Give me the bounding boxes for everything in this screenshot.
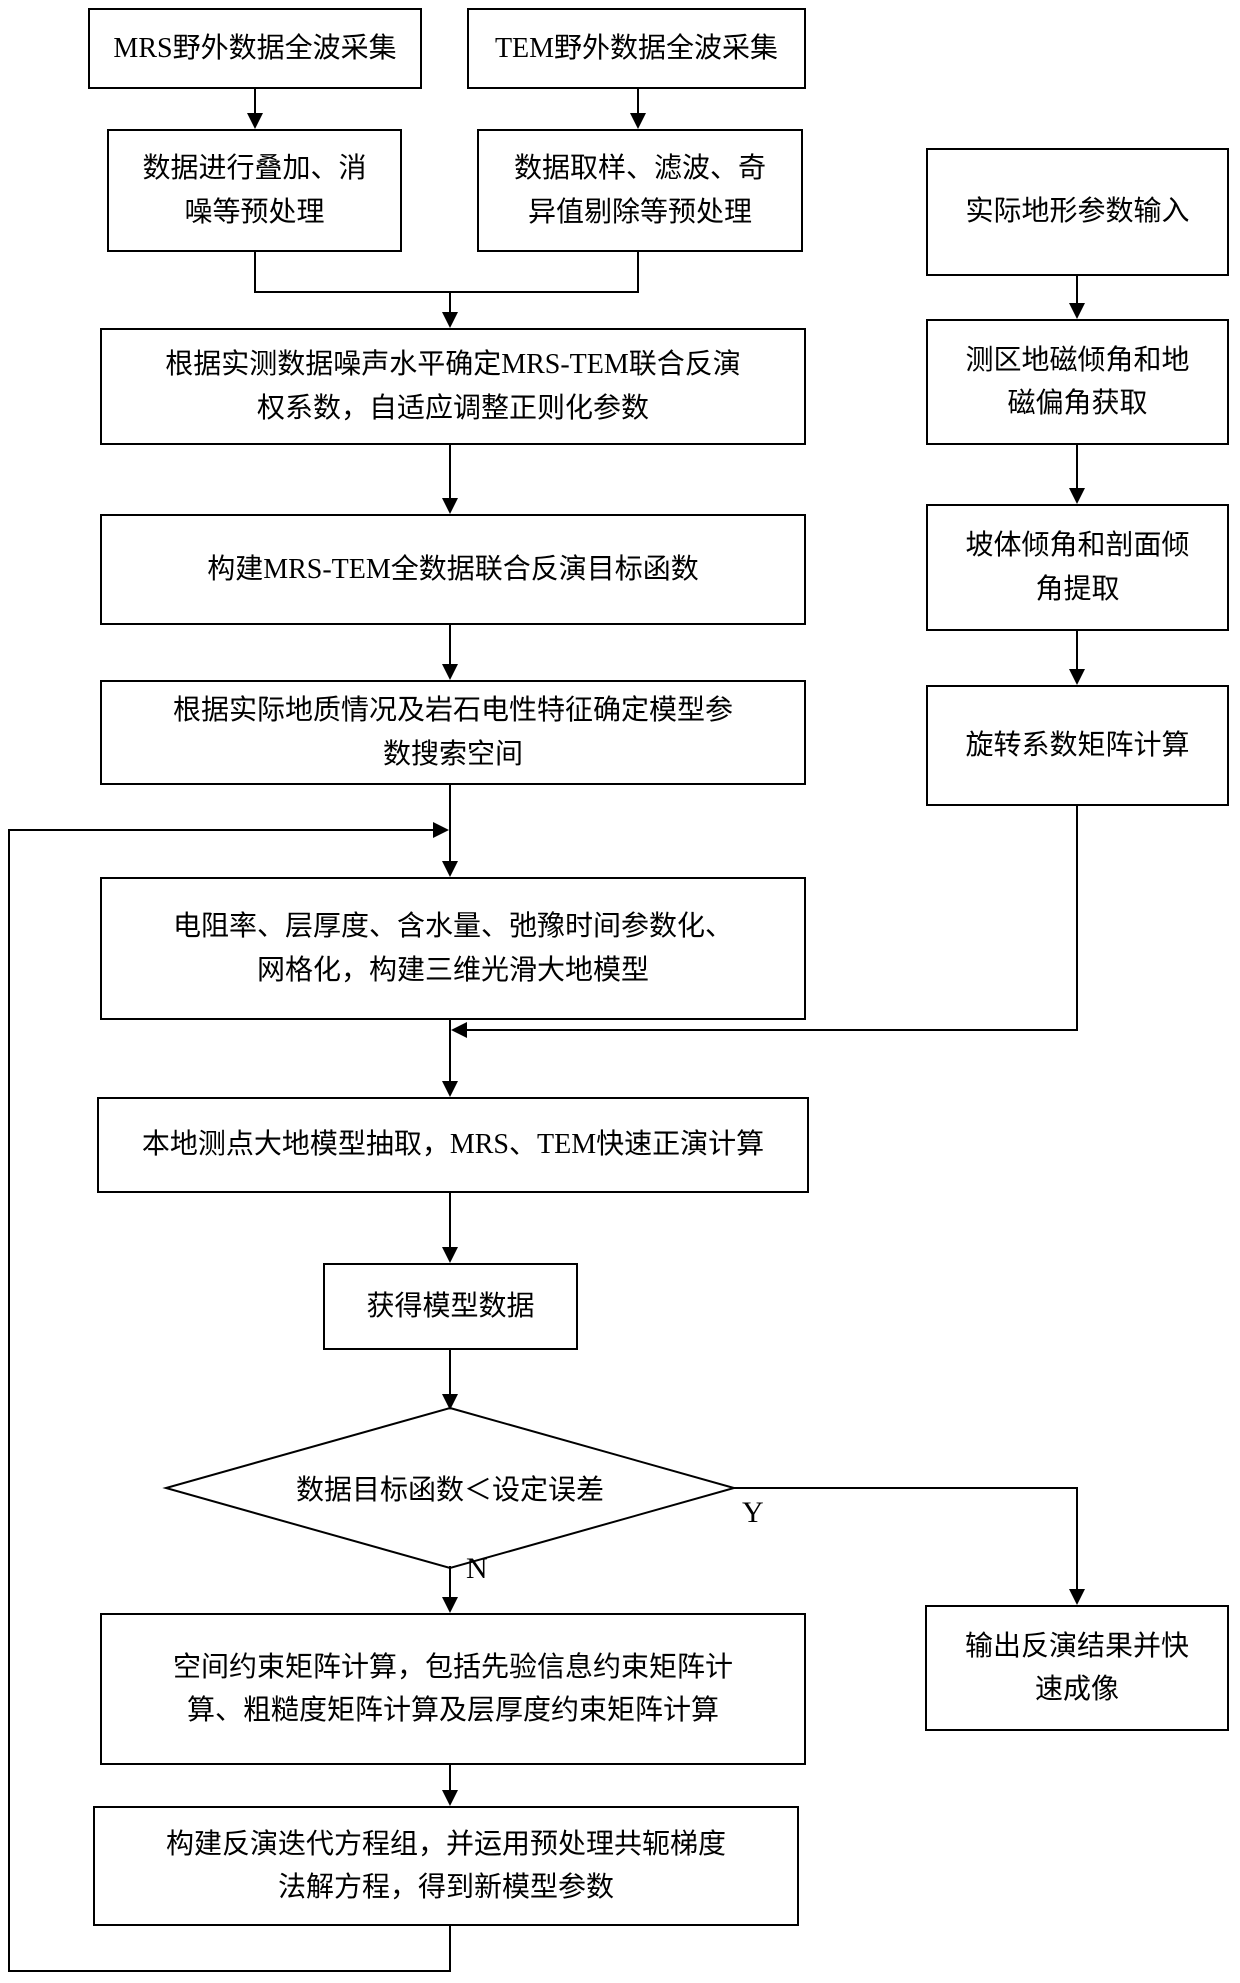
node-label: 电阻率、层厚度、含水量、弛豫时间参数化、网格化，构建三维光滑大地模型 <box>172 911 733 986</box>
connector <box>254 291 639 293</box>
node-terrain-input: 实际地形参数输入 <box>926 148 1229 276</box>
arrowhead-down <box>442 1247 458 1263</box>
node-output-result: 输出反演结果并快速成像 <box>925 1605 1229 1731</box>
node-label: 根据实测数据噪声水平确定MRS-TEM联合反演权系数，自适应调整正则化参数 <box>165 349 741 424</box>
branch-label-no: N <box>466 1552 488 1585</box>
arrowhead-down <box>442 1081 458 1097</box>
connector-yes-branch <box>731 1487 1078 1489</box>
arrowhead-down <box>1069 669 1085 685</box>
arrowhead-down <box>630 113 646 129</box>
connector <box>637 252 639 293</box>
arrowhead-down <box>442 861 458 877</box>
arrowhead-down <box>442 312 458 328</box>
node-label: 根据实际地质情况及岩石电性特征确定模型参数搜索空间 <box>172 695 733 770</box>
branch-label-yes: Y <box>742 1496 764 1529</box>
connector <box>449 291 451 313</box>
decision-diamond: 数据目标函数＜设定误差 <box>160 1402 740 1574</box>
arrowhead-down <box>1069 1589 1085 1605</box>
node-label: 构建反演迭代方程组，并运用预处理共轭梯度法解方程，得到新模型参数 <box>165 1828 726 1903</box>
connector <box>449 1765 451 1791</box>
connector <box>449 625 451 665</box>
node-weight-coeff: 根据实测数据噪声水平确定MRS-TEM联合反演权系数，自适应调整正则化参数 <box>100 328 806 445</box>
connector <box>449 1193 451 1248</box>
node-forward-calc: 本地测点大地模型抽取，MRS、TEM快速正演计算 <box>97 1097 809 1193</box>
node-label: 数据进行叠加、消噪等预处理 <box>142 153 367 228</box>
node-label: 测区地磁倾角和地磁偏角获取 <box>965 344 1190 419</box>
connector <box>449 785 451 862</box>
connector <box>1076 276 1078 304</box>
node-label: 实际地形参数输入 <box>965 196 1190 228</box>
node-model-data: 获得模型数据 <box>323 1263 578 1350</box>
arrowhead-down <box>442 664 458 680</box>
node-constraint-matrix: 空间约束矩阵计算，包括先验信息约束矩阵计算、粗糙度矩阵计算及层厚度约束矩阵计算 <box>100 1613 806 1765</box>
arrowhead-down <box>442 498 458 514</box>
node-label: TEM野外数据全波采集 <box>494 32 779 64</box>
node-geomagnetic: 测区地磁倾角和地磁偏角获取 <box>926 319 1229 445</box>
node-label: 旋转系数矩阵计算 <box>965 729 1190 761</box>
arrowhead-down <box>1069 303 1085 319</box>
node-slope-angle: 坡体倾角和剖面倾角提取 <box>926 504 1229 631</box>
arrowhead-left <box>451 1022 467 1038</box>
node-label: 数据取样、滤波、奇异值剔除等预处理 <box>513 153 766 228</box>
node-objective-function: 构建MRS-TEM全数据联合反演目标函数 <box>100 514 806 625</box>
decision-label: 数据目标函数＜设定误差 <box>295 1475 604 1506</box>
connector-loop <box>8 1970 451 1972</box>
node-rotation-matrix: 旋转系数矩阵计算 <box>926 685 1229 806</box>
node-iterate-equation: 构建反演迭代方程组，并运用预处理共轭梯度法解方程，得到新模型参数 <box>93 1806 799 1926</box>
node-model-build: 电阻率、层厚度、含水量、弛豫时间参数化、网格化，构建三维光滑大地模型 <box>100 877 806 1020</box>
node-label: 坡体倾角和剖面倾角提取 <box>965 530 1190 605</box>
node-mrs-acquisition: MRS野外数据全波采集 <box>88 8 422 89</box>
arrowhead-down <box>247 113 263 129</box>
arrowhead-down <box>442 1597 458 1613</box>
connector <box>449 1020 451 1082</box>
connector-loop <box>8 829 10 1972</box>
connector <box>254 252 256 293</box>
connector <box>1076 631 1078 670</box>
node-label: 输出反演结果并快速成像 <box>964 1630 1189 1705</box>
arrowhead-down <box>442 1790 458 1806</box>
connector-no-branch <box>449 1566 451 1598</box>
node-label: 本地测点大地模型抽取，MRS、TEM快速正演计算 <box>141 1129 765 1161</box>
arrowhead-right <box>433 822 449 838</box>
node-search-space: 根据实际地质情况及岩石电性特征确定模型参数搜索空间 <box>100 680 806 785</box>
connector <box>637 89 639 114</box>
node-tem-acquisition: TEM野外数据全波采集 <box>467 8 806 89</box>
connector <box>449 1350 451 1395</box>
node-tem-preprocess: 数据取样、滤波、奇异值剔除等预处理 <box>477 129 803 252</box>
connector-rotation-join <box>467 1029 1077 1031</box>
node-label: 构建MRS-TEM全数据联合反演目标函数 <box>207 553 699 585</box>
arrowhead-down <box>442 1394 458 1410</box>
node-label: 空间约束矩阵计算，包括先验信息约束矩阵计算、粗糙度矩阵计算及层厚度约束矩阵计算 <box>172 1651 733 1726</box>
connector <box>449 445 451 499</box>
node-mrs-preprocess: 数据进行叠加、消噪等预处理 <box>107 129 402 252</box>
connector-yes-branch <box>1076 1487 1078 1590</box>
connector-loop <box>449 1926 451 1972</box>
connector <box>1076 806 1078 1031</box>
arrowhead-down <box>1069 488 1085 504</box>
connector <box>254 89 256 114</box>
connector-loop-return <box>8 829 433 831</box>
connector <box>1076 445 1078 489</box>
node-label: 获得模型数据 <box>366 1290 535 1322</box>
node-label: MRS野外数据全波采集 <box>113 32 397 64</box>
